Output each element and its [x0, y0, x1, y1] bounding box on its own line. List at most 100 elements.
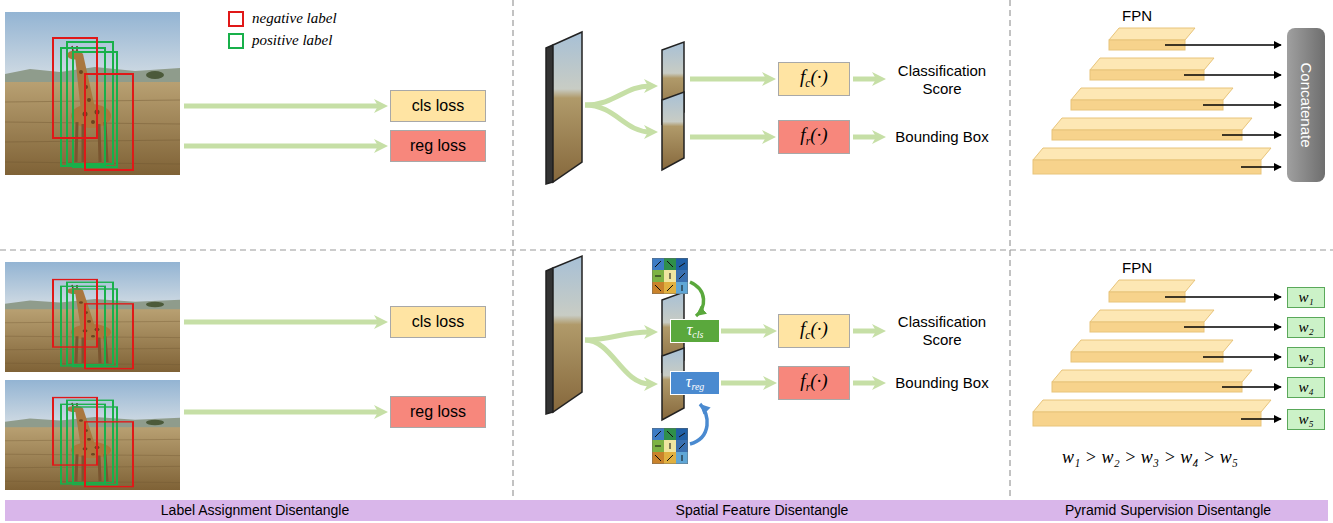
- box-text: fr(·): [800, 370, 827, 395]
- box-text: fc(·): [800, 66, 828, 91]
- giraffe-photo: [5, 262, 180, 372]
- weight-box: w₄: [1287, 377, 1325, 398]
- art-shape: [585, 332, 650, 340]
- offset-arrow: [690, 404, 707, 444]
- giraffe-photo: [5, 12, 180, 175]
- art-shape: [585, 105, 650, 132]
- box-text: τcls: [687, 321, 704, 340]
- section-title: Spatial Feature Disentangle: [676, 500, 849, 521]
- output-label: Classification Score: [884, 62, 1000, 98]
- math-symbol: τ: [686, 373, 692, 390]
- legend-row: positive label: [228, 32, 332, 49]
- math-symbol: τ: [687, 321, 693, 338]
- math-symbol: f: [800, 66, 805, 87]
- transform-box: τcls: [670, 319, 720, 343]
- box-text: cls loss: [412, 313, 464, 331]
- art-shape: [662, 92, 684, 170]
- section-band: Label Assignment Disentangle Spatial Feat…: [5, 500, 1328, 521]
- box-text: reg loss: [410, 137, 466, 155]
- subscript: r: [806, 382, 811, 395]
- box-text: w₄: [1298, 379, 1313, 396]
- art-shape: [184, 144, 380, 149]
- math-argument: (·): [811, 66, 828, 87]
- art-shape: [184, 104, 380, 109]
- legend-text: positive label: [252, 32, 332, 49]
- fpn-label: FPN: [1122, 7, 1182, 25]
- divider-lines: [0, 0, 1333, 497]
- math-argument: (·): [811, 318, 828, 339]
- weight-box: w₃: [1287, 347, 1325, 368]
- head-box: fc(·): [778, 62, 850, 96]
- output-label: Bounding Box: [884, 374, 1000, 392]
- output-label: Bounding Box: [884, 128, 1000, 146]
- flow-arrows: [184, 79, 878, 412]
- weight-box: w₂: [1287, 317, 1325, 338]
- art-shape: [1009, 0, 1010, 497]
- art-shape: [184, 410, 380, 415]
- box-text: w₃: [1298, 349, 1313, 366]
- weight-box: w₁: [1287, 287, 1325, 308]
- subscript: cls: [692, 330, 703, 341]
- box-text: w₁: [1298, 289, 1313, 306]
- head-box: fr(·): [778, 366, 850, 400]
- loss-box: reg loss: [390, 396, 486, 428]
- section-title: Label Assignment Disentangle: [161, 500, 349, 521]
- art-shape: [553, 256, 582, 412]
- output-label: Classification Score: [884, 313, 1000, 349]
- art-shape: [512, 0, 513, 497]
- merge-box: Concatenate: [1287, 28, 1325, 182]
- art-shape: [690, 135, 768, 140]
- feature-maps: [546, 32, 684, 420]
- box-text: fc(·): [800, 318, 828, 343]
- section-title: Pyramid Supervision Disentangle: [1065, 500, 1271, 521]
- fpn-pyramid: [1033, 280, 1281, 426]
- legend-swatch: [228, 33, 244, 49]
- offset-grid: [652, 258, 688, 294]
- loss-box: reg loss: [390, 130, 486, 162]
- box-text: fr(·): [800, 124, 827, 149]
- weight-box: w₅: [1287, 409, 1325, 430]
- weight-order: w₁ > w₂ > w₃ > w₄ > w₅: [1010, 447, 1290, 468]
- transform-box: τreg: [670, 371, 720, 395]
- giraffe-photo: [5, 380, 180, 490]
- math-symbol: f: [800, 124, 805, 145]
- flow-arrow: [721, 329, 769, 334]
- math-symbol: f: [800, 318, 805, 339]
- art-shape: [585, 340, 650, 384]
- subscript: c: [805, 330, 810, 343]
- math-argument: (·): [810, 124, 827, 145]
- box-text: τreg: [686, 373, 705, 392]
- box-text: w₅: [1298, 411, 1313, 428]
- head-box: fr(·): [778, 120, 850, 154]
- subscript: reg: [691, 382, 704, 393]
- offset-grid: [652, 428, 688, 464]
- art-shape: [546, 45, 553, 184]
- art-shape: [853, 77, 878, 82]
- box-text: w₂: [1298, 319, 1313, 336]
- legend-swatch: [228, 11, 244, 27]
- art-shape: [853, 135, 878, 140]
- offset-arrow: [690, 282, 704, 316]
- fpn-pyramid: [1033, 28, 1281, 174]
- flow-arrow: [721, 381, 769, 386]
- loss-box: cls loss: [390, 306, 486, 338]
- legend-row: negative label: [228, 10, 337, 27]
- math-symbol: f: [800, 370, 805, 391]
- art-shape: [184, 320, 380, 325]
- art-shape: [690, 77, 768, 82]
- fpn-label: FPN: [1122, 259, 1182, 277]
- box-text: cls loss: [412, 97, 464, 115]
- math-argument: (·): [810, 370, 827, 391]
- box-text: reg loss: [410, 403, 466, 421]
- art-shape: [853, 329, 878, 334]
- loss-box: cls loss: [390, 90, 486, 122]
- head-box: fc(·): [778, 314, 850, 348]
- art-shape: [585, 86, 650, 105]
- subscript: r: [806, 136, 811, 149]
- subscript: c: [805, 78, 810, 91]
- art-shape: [853, 381, 878, 386]
- box-text: Concatenate: [1298, 62, 1315, 147]
- art-shape: [0, 249, 1333, 250]
- legend-text: negative label: [252, 10, 337, 27]
